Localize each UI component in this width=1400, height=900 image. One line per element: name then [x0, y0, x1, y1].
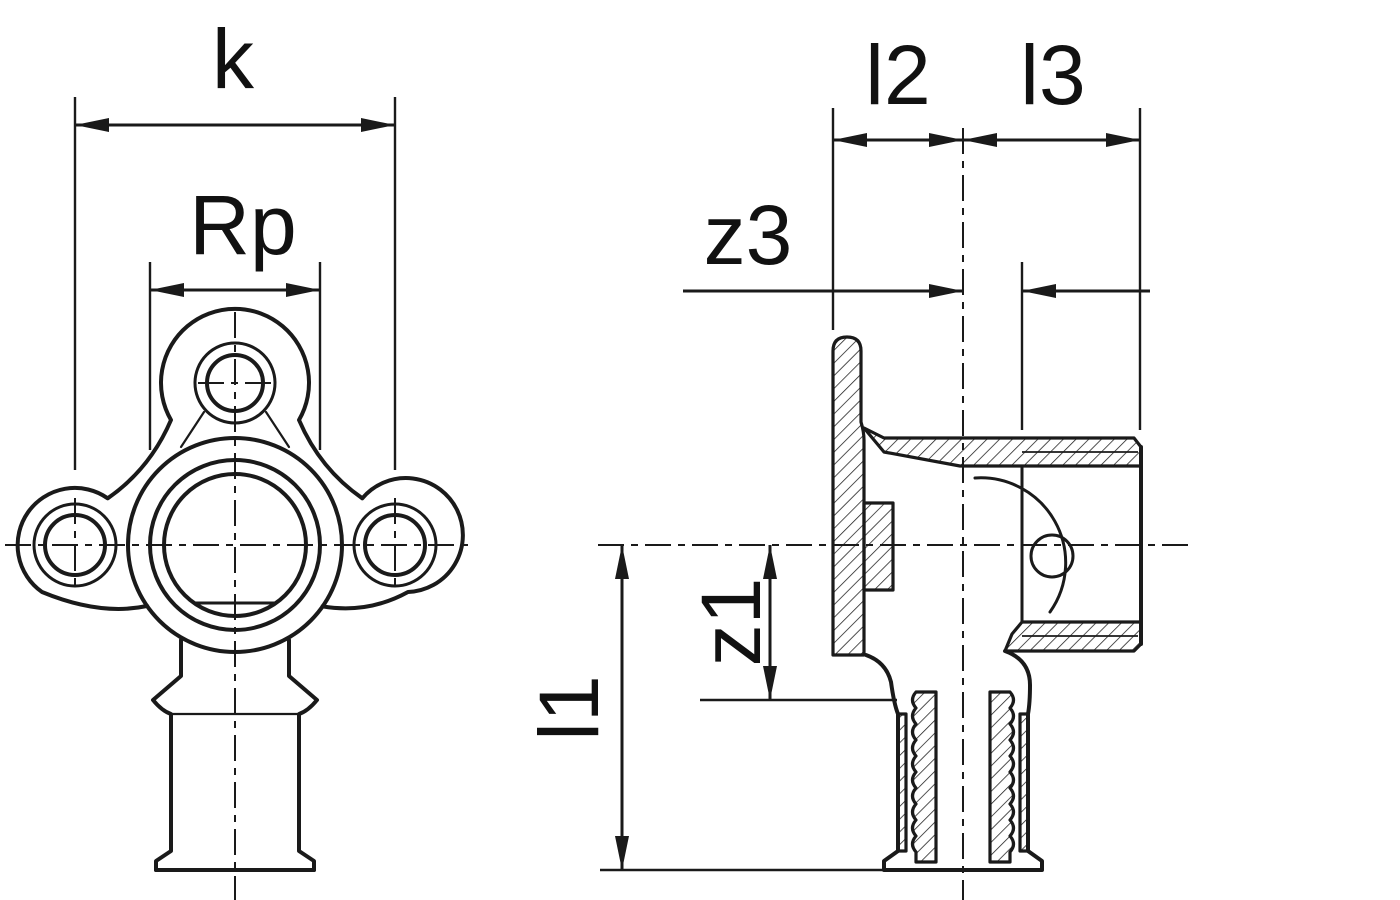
dim-label-l2: l2	[865, 28, 930, 122]
side-threaded-socket	[862, 426, 1143, 653]
socket-boss-circle	[1029, 533, 1075, 579]
dim-label-k: k	[212, 12, 255, 106]
side-press-end	[864, 649, 1044, 872]
dim-label-l1: l1	[522, 675, 616, 740]
front-fixing-holes	[32, 341, 438, 588]
dim-label-l3: l3	[1020, 28, 1085, 122]
press-nipple-right	[988, 690, 1016, 864]
front-press-end	[151, 638, 319, 872]
dimension-z3: z3	[683, 188, 1150, 430]
elbow-inner-bend	[973, 476, 1068, 614]
dimension-k: k	[73, 12, 397, 470]
side-wall-plate	[831, 335, 895, 657]
press-nipple-left	[910, 690, 938, 864]
dim-label-z3: z3	[704, 188, 793, 282]
wall-plate-section	[831, 335, 866, 657]
front-flange-outline	[15, 306, 465, 611]
hole-boss-section	[862, 501, 895, 592]
side-view: l2 l3 z3 z1	[522, 28, 1188, 900]
dim-label-rp: Rp	[189, 178, 296, 272]
dim-label-z1: z1	[684, 578, 778, 667]
dimension-rp: Rp	[148, 178, 322, 450]
dimension-z1: z1	[684, 545, 897, 702]
dimension-l2: l2	[831, 28, 963, 330]
dimension-l3: l3	[963, 28, 1142, 430]
front-view: k Rp	[5, 12, 472, 900]
front-thread-opening	[126, 436, 344, 654]
dimension-l1: l1	[522, 545, 884, 872]
